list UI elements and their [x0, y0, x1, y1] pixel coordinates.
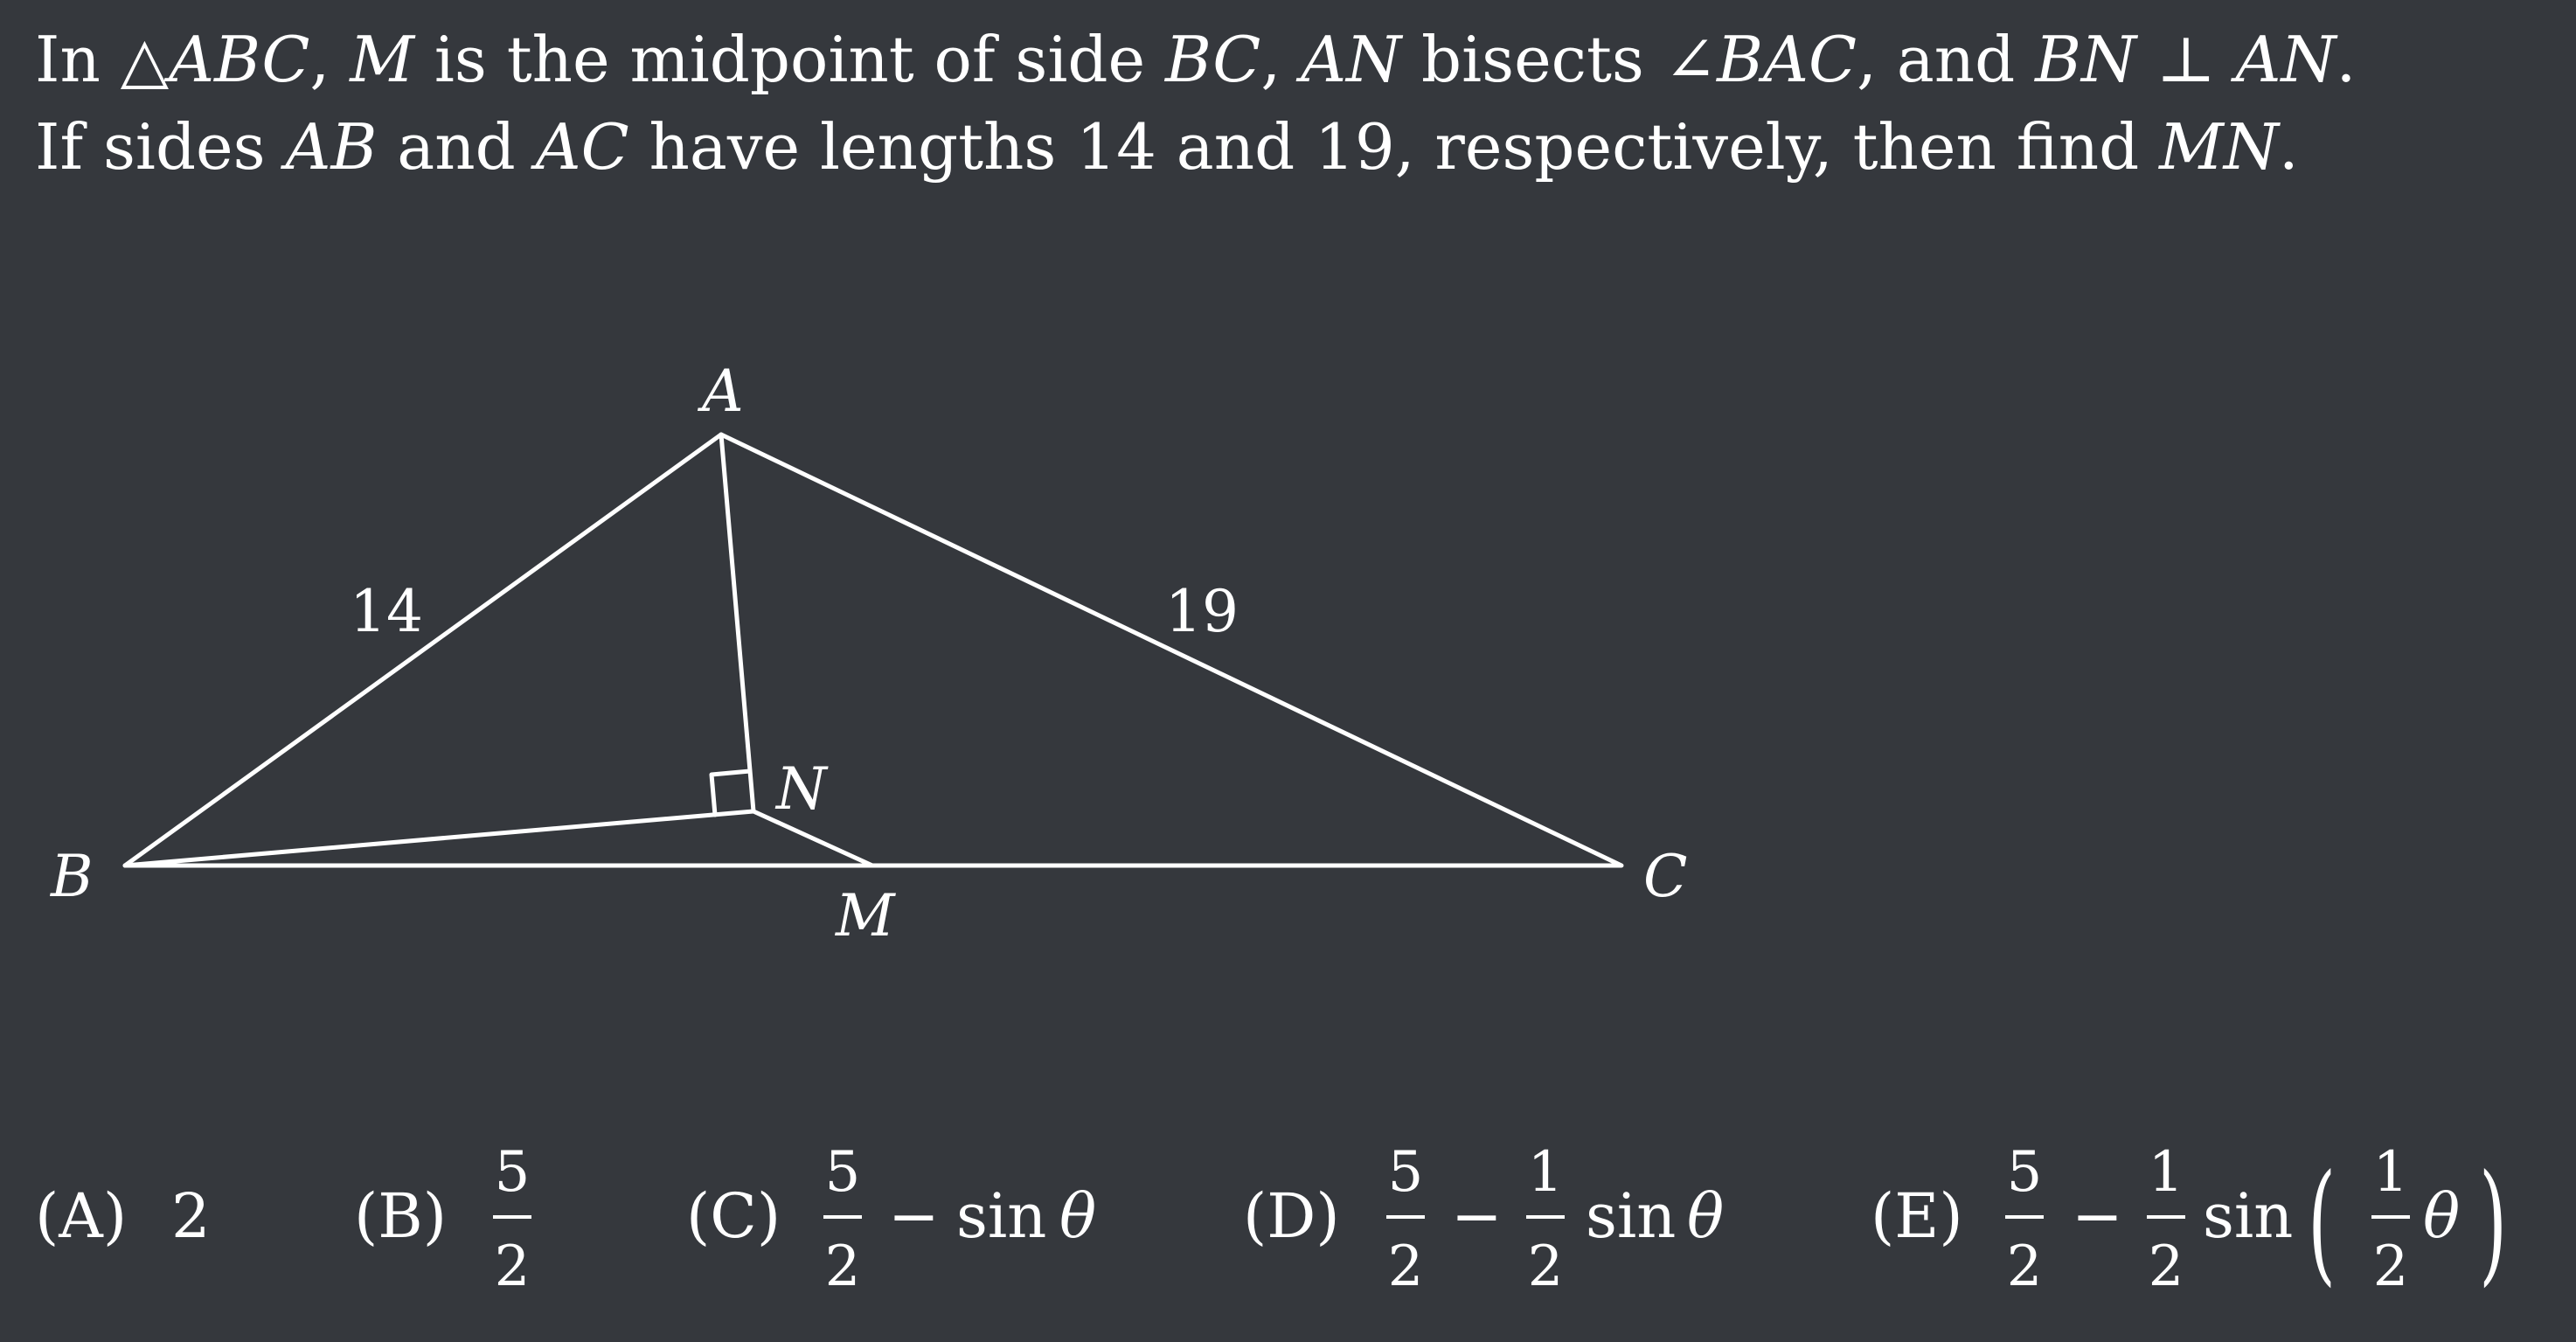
- choice-c-label: (C): [686, 1180, 781, 1252]
- choice-e-left-paren: (: [2308, 1146, 2336, 1299]
- line1-segment-13: BN: [2033, 23, 2139, 96]
- choice-e-minus: −: [2072, 1180, 2123, 1252]
- line1-segment-15: AN: [2231, 23, 2339, 96]
- choice-e-numerator-2: 1: [2149, 1140, 2184, 1205]
- choice-e-numerator-3: 1: [2373, 1140, 2409, 1205]
- side-length-ac: 19: [1165, 578, 1239, 645]
- line1-segment-6: BC: [1163, 23, 1260, 96]
- choice-d-minus: −: [1451, 1180, 1503, 1252]
- choice-d-sin: sin: [1586, 1180, 1676, 1252]
- line2-segment-5: MN: [2157, 110, 2281, 184]
- choice-e-numerator: 5: [2007, 1140, 2043, 1205]
- right-angle-marker: [709, 768, 753, 817]
- angle-bisector-an: [719, 432, 756, 814]
- choice-d-denominator: 2: [1388, 1234, 1424, 1299]
- choice-d[interactable]: (D) 5 2 − 1 2 sin θ: [1243, 1140, 1724, 1299]
- vertex-label-b: B: [50, 843, 94, 910]
- line2-segment-3: AC: [531, 110, 629, 184]
- segment-bn: [122, 809, 756, 868]
- choice-e-right-paren: ): [2479, 1146, 2507, 1299]
- line1-segment-16: .: [2336, 23, 2357, 96]
- point-label-n: N: [774, 755, 829, 823]
- choice-c-denominator: 2: [825, 1234, 861, 1299]
- choice-a-label: (A): [35, 1180, 127, 1252]
- line1-segment-12: , and: [1857, 23, 2035, 96]
- line1-segment-9: bisects: [1401, 23, 1664, 96]
- line1-segment-8: AN: [1295, 23, 1404, 96]
- line2-segment-6: .: [2279, 110, 2299, 184]
- line1-segment-3: ,: [309, 23, 350, 96]
- segment-nm: [751, 809, 875, 868]
- side-length-ab: 14: [350, 578, 423, 645]
- choice-e[interactable]: (E) 5 2 − 1 2 sin ( 1 2 θ ): [1871, 1140, 2507, 1299]
- line1-segment-10: ∠: [1664, 23, 1717, 96]
- choice-d-label: (D): [1243, 1180, 1340, 1252]
- choice-b-numerator: 5: [495, 1140, 531, 1205]
- line2-segment-4: have lengths 14 and 19, respectively, th…: [629, 110, 2159, 184]
- choice-e-denominator-3: 2: [2373, 1234, 2409, 1299]
- choice-d-denominator-2: 2: [1528, 1234, 1564, 1299]
- answer-choices: (A) 2 (B) 5 2 (C) 5 2 − sin θ (D) 5 2 − …: [35, 1140, 2507, 1299]
- choice-b[interactable]: (B) 5 2: [354, 1140, 531, 1299]
- line1-segment-7: ,: [1260, 23, 1301, 96]
- line1-segment-14: ⊥: [2136, 23, 2235, 96]
- point-label-m: M: [835, 882, 896, 949]
- choice-b-denominator: 2: [495, 1234, 531, 1299]
- choice-e-label: (E): [1871, 1180, 1963, 1252]
- line1-segment-11: BAC: [1715, 23, 1857, 96]
- choice-c-minus: −: [888, 1180, 940, 1252]
- choice-e-denominator-2: 2: [2149, 1234, 2184, 1299]
- choice-c[interactable]: (C) 5 2 − sin θ: [686, 1140, 1096, 1299]
- choice-c-numerator: 5: [825, 1140, 861, 1205]
- choice-c-theta: θ: [1059, 1180, 1096, 1252]
- line1-segment-4: M: [348, 23, 416, 96]
- vertex-label-c: C: [1643, 843, 1688, 910]
- line2-segment-1: AB: [281, 110, 378, 184]
- line1-segment-1: △: [121, 23, 170, 96]
- choice-e-sin: sin: [2203, 1180, 2293, 1252]
- choice-a-value: 2: [171, 1180, 211, 1252]
- choice-d-numerator: 5: [1388, 1140, 1424, 1205]
- choice-d-theta: θ: [1687, 1180, 1724, 1252]
- problem-text-line-1: In △ABC, M is the midpoint of side BC, A…: [35, 23, 2356, 96]
- choice-c-sin: sin: [956, 1180, 1046, 1252]
- triangle-abc: [122, 432, 1624, 868]
- line1-segment-0: In: [35, 23, 121, 96]
- vertex-label-a: A: [697, 358, 744, 425]
- choice-b-label: (B): [354, 1180, 447, 1252]
- line1-segment-5: is the midpoint of side: [414, 23, 1165, 96]
- line2-segment-0: If sides: [35, 110, 286, 184]
- choice-e-denominator: 2: [2007, 1234, 2043, 1299]
- line2-segment-2: and: [377, 110, 535, 184]
- choice-e-theta: θ: [2423, 1180, 2460, 1252]
- line1-segment-2: ABC: [163, 23, 309, 96]
- choice-d-numerator-2: 1: [1528, 1140, 1564, 1205]
- triangle-diagram: [122, 432, 1624, 868]
- choice-a[interactable]: (A) 2: [35, 1180, 211, 1252]
- problem-text-line-2: If sides AB and AC have lengths 14 and 1…: [35, 110, 2299, 184]
